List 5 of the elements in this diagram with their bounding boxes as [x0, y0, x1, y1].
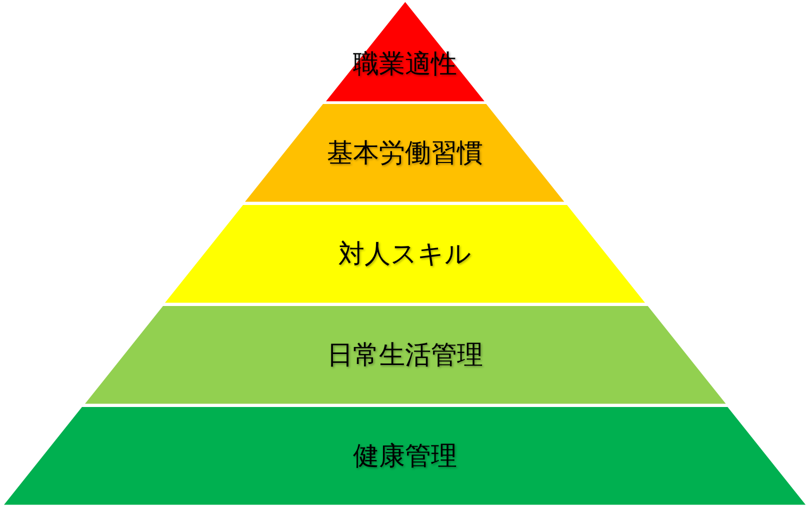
tier-label: 基本労働習慣	[326, 138, 483, 171]
tier-label: 健康管理	[352, 440, 457, 474]
tier-label: 日常生活管理	[326, 339, 483, 372]
tier-label: 対人スキル	[338, 238, 472, 272]
tier-label: 職業適性	[352, 48, 457, 82]
